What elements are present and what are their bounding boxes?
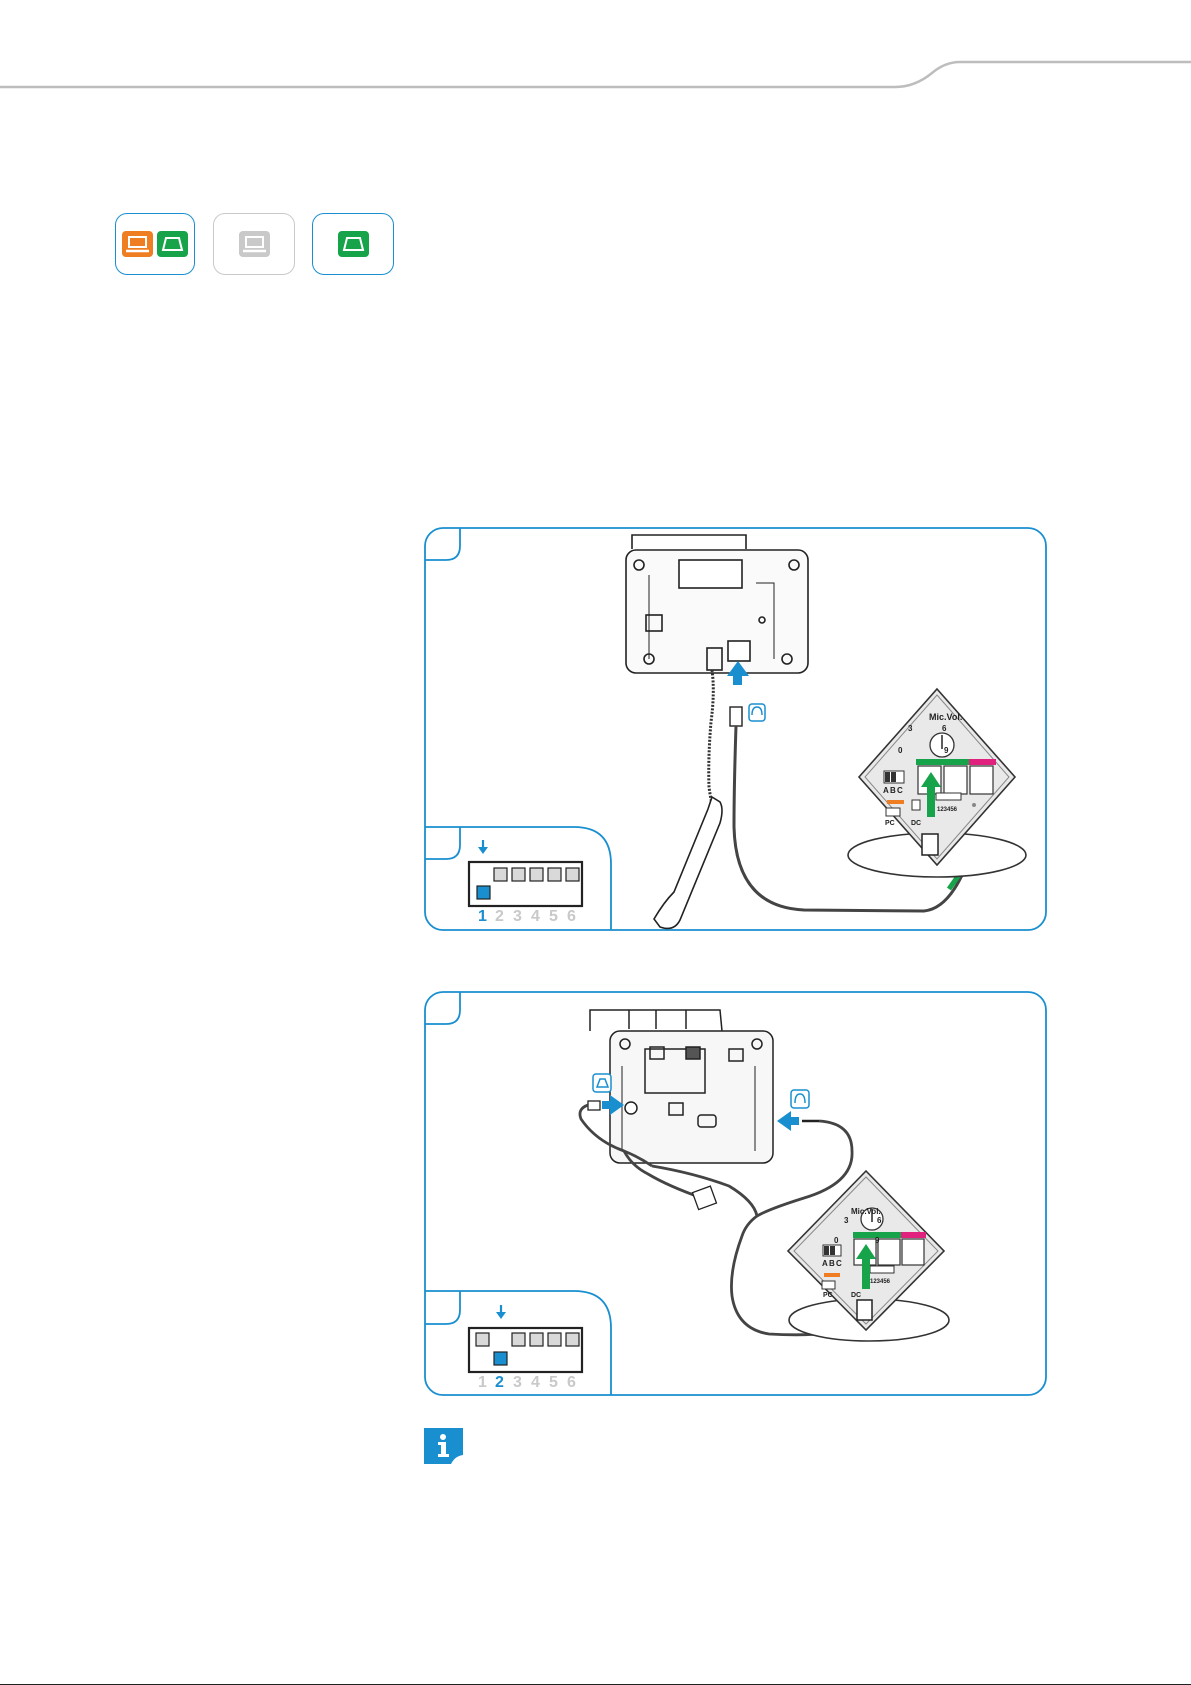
svg-text:DC: DC <box>851 1292 861 1299</box>
svg-text:C: C <box>897 786 903 795</box>
dip-switch-inset <box>469 840 582 906</box>
dip-number-1: 1 <box>478 1374 487 1391</box>
mode-icon-pc-only <box>213 213 295 275</box>
svg-text:0: 0 <box>898 746 903 755</box>
svg-text:9: 9 <box>875 1236 880 1245</box>
laptop-icon <box>239 231 270 257</box>
handset-icon <box>593 1074 611 1092</box>
mode-icon-pc-and-phone <box>115 213 195 275</box>
mic-vol-label: Mic.Vol. <box>929 712 962 722</box>
dip-6 <box>566 1333 579 1346</box>
svg-text:B: B <box>890 786 896 795</box>
mic-vol-label: Mic.Vol. <box>851 1207 881 1216</box>
svg-text:0: 0 <box>834 1236 839 1245</box>
dip-3 <box>512 868 525 881</box>
dip-number-2: 2 <box>495 908 504 925</box>
figure-1: Mic.Vol. 3 6 0 9 A B C PC DC 123456 1 2 … <box>424 527 1047 931</box>
dip-number-6: 6 <box>567 908 576 925</box>
svg-text:9: 9 <box>944 746 949 755</box>
dip-2 <box>494 868 507 881</box>
dip-number-4: 4 <box>531 908 540 925</box>
dip-number-3: 3 <box>513 908 522 925</box>
figure-2: Mic.Vol. 3 6 0 9 A B C PC DC 123456 1 2 … <box>424 991 1047 1396</box>
laptop-icon <box>122 231 153 257</box>
headset-icon <box>791 1090 809 1108</box>
desk-phone-back <box>590 1010 773 1163</box>
dip-5 <box>548 1333 561 1346</box>
dip-number-3: 3 <box>513 1374 522 1391</box>
svg-text:123456: 123456 <box>937 807 958 813</box>
svg-text:A: A <box>883 786 889 795</box>
svg-text:C: C <box>836 1259 842 1268</box>
coil-cord <box>709 670 714 812</box>
headset-icon <box>749 704 765 721</box>
dip-number-6: 6 <box>567 1374 576 1391</box>
dip-4 <box>530 868 543 881</box>
dip-2 <box>494 1352 507 1365</box>
svg-text:A: A <box>822 1259 828 1268</box>
dip-1 <box>476 1333 489 1346</box>
dip-number-5: 5 <box>549 908 558 925</box>
handset <box>654 797 722 928</box>
svg-text:6: 6 <box>942 724 947 733</box>
dip-number-2: 2 <box>495 1374 504 1391</box>
desk-phone-back <box>626 535 808 673</box>
dip-number-1: 1 <box>478 908 487 925</box>
dip-number-5: 5 <box>549 1374 558 1391</box>
dip-4 <box>530 1333 543 1346</box>
info-icon <box>424 1428 463 1464</box>
dip-6 <box>566 868 579 881</box>
svg-text:6: 6 <box>877 1216 882 1225</box>
desk-phone-icon <box>338 231 369 257</box>
mode-icon-phone-only <box>312 213 394 275</box>
svg-text:3: 3 <box>908 724 913 733</box>
svg-text:DC: DC <box>911 820 921 827</box>
svg-text:3: 3 <box>844 1216 849 1225</box>
dip-5 <box>548 868 561 881</box>
dip-3 <box>512 1333 525 1346</box>
desk-phone-icon <box>157 231 188 257</box>
dip-1 <box>477 886 490 899</box>
dip-number-4: 4 <box>531 1374 540 1391</box>
svg-text:123456: 123456 <box>870 1279 891 1285</box>
header-rule <box>0 0 1191 100</box>
svg-text:PC: PC <box>823 1292 833 1299</box>
dip-switch-inset <box>469 1305 582 1372</box>
svg-text:B: B <box>829 1259 835 1268</box>
rj-plug <box>730 707 742 726</box>
svg-text:PC: PC <box>885 820 895 827</box>
